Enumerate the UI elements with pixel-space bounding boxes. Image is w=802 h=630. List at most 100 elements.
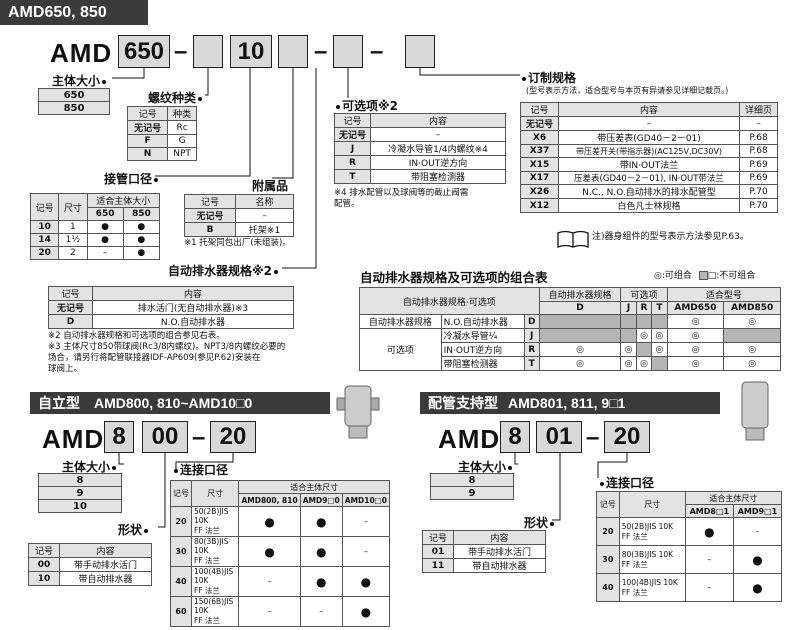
cell: 80(3B)JIS 10K FF 法兰 (190, 536, 240, 567)
body-size-table: 8 9 10 (38, 473, 122, 513)
cell: ● (299, 566, 343, 597)
code-drain-box (333, 35, 363, 68)
dash: – (370, 38, 384, 65)
cell: 60 (170, 596, 192, 627)
cell: ● (341, 566, 391, 597)
note-line: ※3 主体尺寸850带球阀(Rc3/8内螺纹)。NPT3/8内螺纹必要的 (48, 342, 286, 352)
cell: NPT (167, 147, 197, 161)
note-line: 场合，请另行将配管联接器IDF-AP609(参见P.62)安装在 (48, 353, 261, 363)
col-header: 名称 (235, 194, 294, 209)
port-title: 连接口径 (172, 461, 228, 478)
dash: – (192, 424, 206, 451)
cell: 20 (596, 517, 620, 546)
option-title: 可选项※2 (334, 97, 398, 114)
dash: – (586, 424, 600, 451)
cell: 带手动排水活门 (453, 544, 546, 559)
drain-title: 自动排水器规格※2 (168, 262, 280, 279)
cell: X26 (520, 184, 559, 199)
model-prefix: AMD (50, 38, 113, 68)
col-header: 记号 (170, 480, 192, 507)
col-header: 适合主体大小 (86, 193, 160, 208)
body-size-item: 9 (38, 486, 122, 500)
cell: 30 (170, 536, 192, 567)
col-header: 尺寸 (618, 491, 686, 518)
cell (620, 314, 637, 329)
cell (723, 328, 781, 343)
col-header: AMD9□1 (732, 504, 783, 518)
cell: 带阻塞检测器 (370, 169, 506, 184)
code-body-box: 00 (142, 421, 188, 453)
port-title: 连接口径 (598, 474, 654, 491)
cell: 40 (596, 573, 620, 602)
col-header: 内容 (558, 102, 740, 117)
cell: X12 (520, 198, 559, 213)
cell: R (523, 342, 540, 357)
shape-title: 形状 (524, 514, 556, 531)
col-header: D (538, 301, 622, 315)
body-size-item: 8 (430, 473, 514, 487)
model-prefix: AMD (438, 424, 501, 454)
cell: ● (341, 596, 391, 627)
cell: N.O.自动排水器 (92, 314, 294, 329)
code-size-box: 8 (500, 421, 530, 453)
cell: 11 (421, 558, 455, 573)
book-note: 注)器身组件的型号表示方法参见P.63。 (592, 232, 749, 242)
body-size-item: 850 (38, 101, 110, 115)
code-accessory-box (278, 35, 308, 68)
cell: N (126, 147, 169, 161)
code-size-box: 8 (104, 421, 134, 453)
note-line: 配管。 (334, 199, 360, 209)
code-port-box: 10 (230, 35, 272, 68)
code-port-box: 20 (210, 421, 256, 453)
cell: – (299, 596, 343, 627)
cell: 40 (170, 566, 192, 597)
thread-title: 螺纹种类 (148, 89, 204, 106)
code-body: 01 (545, 423, 573, 450)
cell: P.70 (739, 198, 778, 213)
cell: ● (732, 545, 783, 574)
cell: 10 (27, 571, 61, 586)
col-header: 记号 (596, 491, 620, 518)
cell (620, 328, 637, 343)
cell: 20 (170, 506, 192, 537)
leader-lines-top (112, 68, 520, 269)
body-size-item: 10 (38, 499, 122, 513)
code-body: 00 (151, 423, 179, 450)
col-header: 记号 (48, 286, 93, 301)
col-header: 记号 (421, 530, 455, 545)
cell: 30 (596, 545, 620, 574)
cell: ● (684, 517, 734, 546)
cell: ● (732, 573, 783, 602)
code-size-box: 650 (118, 35, 170, 68)
col-header: T (651, 301, 668, 315)
cell: 托架※1 (235, 222, 294, 237)
col-header: 内容 (59, 543, 152, 558)
model-prefix: AMD (42, 424, 105, 454)
col-header: 650 (86, 207, 124, 221)
col-header: 适合主体尺寸 (684, 491, 783, 505)
accessory-title: 附属品 (252, 179, 289, 193)
cell: T (334, 169, 371, 184)
dash: – (314, 38, 328, 65)
code-port: 20 (613, 423, 641, 450)
col-header: 记号 (29, 193, 60, 221)
port-title: 接管口径 (104, 170, 160, 187)
cell: J (334, 141, 371, 156)
filter-illustration (336, 385, 380, 439)
code-size: 650 (123, 37, 165, 65)
book-icon (557, 230, 589, 248)
col-header: 自动排水器规格 (538, 287, 622, 302)
cell: 80(3B)JIS 10K FF 法兰 (618, 545, 686, 574)
cell: ● (122, 246, 161, 260)
body-size-item: 9 (430, 486, 514, 500)
combo-legend: ◎:可组合 □:不可组合 (654, 271, 755, 282)
cell: X6 (520, 130, 559, 145)
